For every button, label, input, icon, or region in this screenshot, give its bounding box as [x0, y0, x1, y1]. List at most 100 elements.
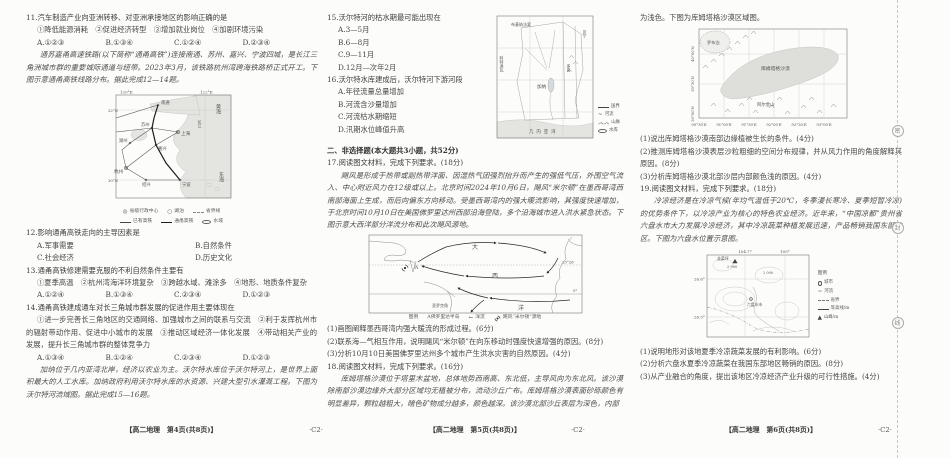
y-tick-1: 39°30′N	[690, 76, 695, 92]
existing-rail-icon	[119, 221, 131, 223]
question-12-options: A.军事需要 B.自然条件 C.社会经济 D.历史文化	[26, 240, 317, 265]
option-a: A.①③④	[37, 352, 65, 362]
river-icon: ~	[598, 111, 603, 118]
kumtag-map-canvas: 罗布泊 库姆塔格沙漠 阿尔金山 90°30′E 91°00′E 91°30′E …	[690, 29, 848, 127]
reservoir-icon	[598, 128, 607, 134]
country-border-icon	[598, 106, 609, 108]
tick-lon-left: 120°E	[120, 90, 133, 95]
page-5: 15.沃尔特河的枯水期最可能出现在 A.3—5月 B.6—8月 C.9—11月 …	[327, 12, 623, 434]
option-b: B.自然条件	[195, 240, 232, 250]
binding-mark-1: 密	[891, 125, 904, 137]
question-11-options: A.①②③ B.①③④ C.①②④ D.②③④	[26, 37, 317, 49]
hurricane-icon	[494, 315, 501, 321]
option-d: D.12月—次年2月	[338, 62, 397, 72]
legend-mountains: 山脉	[611, 120, 620, 125]
legend-river: 河流	[824, 288, 834, 294]
binding-line: 密 封 线	[891, 0, 904, 458]
question-16-stem: 16.沃尔特水库建成后，沃尔特河下游河段	[327, 75, 463, 85]
legend-province-border: 省界	[830, 297, 840, 303]
tropic-label: 23°26′	[562, 259, 575, 264]
question-11-stem: 11.汽车制造产业向亚洲转移、对亚洲承接地区的影响正确的是	[26, 13, 228, 22]
sea-label-east-sea: 东海	[218, 172, 224, 184]
question-12-stem: 12.影响通甬高铁走向的主导因素是	[26, 228, 140, 238]
map-volta-basin: 布基纳法索 贝宁 科特迪瓦 多哥 加纳 几内亚湾 国界 ~河流 ︿︿山脉 水库	[495, 12, 620, 145]
country-label-togo: 多哥	[567, 63, 572, 73]
contour-icon	[817, 308, 829, 310]
new-rail-icon	[161, 221, 173, 223]
question-18-material: 库姆塔格沙漠位于塔里木盆地，总体地势西南高、东北低，主导风向为东北风。该沙漠除南…	[327, 373, 623, 408]
page-4: 11.汽车制造产业向亚洲转移、对亚洲承接地区的影响正确的是 ①降低能源消耗 ②促…	[26, 12, 323, 434]
question-19-sub1: (1)说明地形对该地夏季冷凉蔬菜发展的有利影响。(6分)	[640, 347, 822, 357]
question-14-items: ①进一步完善长三角地区的交通网络、加强城市之间的联系与交流 ②利于发挥杭州市的辐…	[26, 315, 317, 350]
option-a: A.军事需要	[37, 240, 74, 250]
option-c: C.①②④	[174, 37, 202, 47]
legend-province-boundary: 省界线	[205, 208, 221, 214]
question-15: 15.沃尔特河的枯水期最可能出现在 A.3—5月 B.6—8月 C.9—11月 …	[327, 12, 489, 74]
option-d: D.历史文化	[195, 253, 233, 263]
question-12: 12.影响通甬高铁走向的主导因素是 A.军事需要 B.自然条件 C.社会经济 D…	[26, 227, 317, 264]
map-legend-row-2: 已有高铁 通甬高铁 水域	[87, 218, 257, 227]
ocean-label-2: 西	[492, 273, 498, 280]
question-18-sub2: (2)推测库姆塔格沙漠表层沙粒粗细的空间分布规律，并从风力作用的角度解释其原因。…	[640, 146, 902, 169]
province-border-icon	[817, 300, 829, 302]
ocean-label-3: 洋	[518, 304, 524, 312]
question-11-items: ①降低能源消耗 ②促进经济转型 ③增加就业岗位 ④加剧环境污染	[37, 25, 264, 35]
binding-mark-2: 封	[891, 222, 904, 234]
x-tick-1: 104.7°	[738, 249, 751, 254]
country-label-cote-divoire: 科特迪瓦	[500, 55, 505, 73]
x-tick-2: 91°30′E	[741, 122, 756, 127]
paper-code: ·C2·	[308, 426, 323, 434]
question-13-options: A.①②④ B.①③④ C.②③④ D.①②③	[26, 289, 317, 301]
florida-label: A	[414, 265, 419, 271]
contour-label: 2 000	[763, 271, 773, 275]
city-label-shaoxing: 绍兴	[142, 181, 151, 188]
option-d: D.①②③	[242, 352, 271, 362]
map-legend-row-1: ◎省级行政中心 ○湖泊 省界线	[87, 208, 257, 217]
option-b: B.6—8月	[338, 37, 370, 47]
option-a: A.年径流量总量增加	[338, 87, 404, 97]
questions-15-16: 15.沃尔特河的枯水期最可能出现在 A.3—5月 B.6—8月 C.9—11月 …	[327, 12, 489, 145]
option-d: D.②③④	[242, 37, 271, 47]
tick-lat-top: 32°N	[108, 108, 119, 113]
x-tick-5: 93°00′E	[816, 122, 831, 127]
country-label-ghana: 加纳	[537, 83, 547, 90]
map-yangtze-delta: 120°E 122°E 32°N 30°N 黄海 东海 长江 南通 苏州 上海 …	[87, 88, 257, 226]
current-arrow-icon: ←	[468, 314, 474, 321]
question-14-options: A.①③④ B.①②④ C.②③④ D.①②③	[26, 352, 317, 364]
section-2-header: 二、非选择题(本大题共3小题，共52分)	[327, 146, 459, 155]
questions-15-16-block: 15.沃尔特河的枯水期最可能出现在 A.3—5月 B.6—8月 C.9—11月 …	[327, 12, 623, 145]
page-footer: 【高二地理 第5页(共8页)】 ·C2·	[327, 424, 623, 436]
x-tick-4: 92°30′E	[791, 122, 806, 127]
y-tick-2: 39°00′N	[690, 106, 695, 122]
question-15-stem: 15.沃尔特河的枯水期最可能出现在	[327, 13, 441, 22]
option-a: A.①②④	[37, 290, 65, 300]
x-tick-0: 90°30′E	[691, 122, 706, 127]
city-icon	[817, 281, 823, 286]
question-16: 16.沃尔特水库建成后，沃尔特河下游河段 A.年径流量总量增加 B.河流含沙量增…	[327, 74, 489, 136]
city-label-jiaxing: 嘉兴	[158, 145, 167, 152]
mountain-label-altun: 阿尔金山	[757, 101, 775, 108]
peak-label: 韭菜坪	[717, 256, 729, 261]
river-icon: ~	[817, 288, 823, 295]
volta-basin-map-canvas: 布基纳法索 贝宁 科特迪瓦 多哥 加纳 几内亚湾	[496, 15, 594, 139]
material-paragraph: 通苏嘉甬高速铁路(以下简称“通甬高铁”)连接南通、苏州、嘉兴、宁波四城，是长江三…	[26, 50, 317, 85]
map-liupanshui: 104.7° 105° 26.6° 26.5° 韭菜坪 2 900 2 000 …	[640, 247, 902, 345]
province-boundary-icon	[192, 211, 204, 213]
page-footer: 【高二地理 第6页(共8页)】 ·C2·	[640, 424, 902, 436]
option-c: C.河流枯水期缩短	[338, 112, 397, 122]
atlantic-map-legend: 图例 A佛罗里达半岛 ←洋流 飓风“米尔顿”源地	[368, 314, 583, 323]
option-b: B.①②④	[105, 352, 133, 362]
question-17-head: 17.阅读图文材料，完成下列要求。(18分)	[327, 158, 464, 168]
option-a: A.3—5月	[338, 25, 370, 35]
city-label-hangzhou: 杭州	[114, 168, 124, 175]
y-tick-2: 26.5°	[694, 315, 705, 320]
x-tick-2: 105°	[780, 249, 790, 254]
option-b: B.①③④	[105, 290, 133, 300]
option-c: C.②③④	[174, 290, 202, 300]
x-tick-3: 92°00′E	[766, 122, 781, 127]
city-label-suzhou: 苏州	[141, 121, 150, 128]
legend-country-border: 国界	[611, 104, 620, 109]
question-18-sub3: (3)分析库姆塔格沙漠北部沙层内部颜色浅的原因。(4分)	[640, 171, 822, 181]
material-paragraph: 加纳位于几内亚湾北岸，经济以农业为主。沃尔特水库位于沃尔特河上，是世界上面积最大…	[26, 364, 317, 399]
lake-label-lop-nur: 罗布泊	[707, 39, 720, 46]
